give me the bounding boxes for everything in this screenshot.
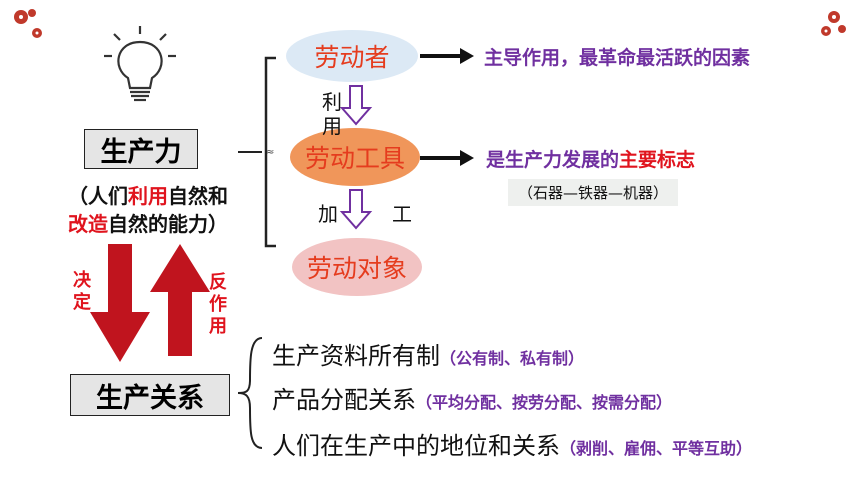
- productivity-title: 生产力: [84, 129, 198, 169]
- element-tools: 劳动工具: [290, 128, 420, 186]
- relation-main: 人们在生产中的地位和关系: [272, 432, 560, 460]
- definition-highlight-use: 利用: [128, 184, 168, 208]
- tools-description: 是生产力发展的主要标志: [486, 145, 695, 172]
- laborer-description: 主导作用，最革命最活跃的因素: [484, 47, 751, 69]
- relation-main: 生产资料所有制: [272, 342, 440, 370]
- down-arrow-use: [339, 85, 373, 126]
- relation-main: 产品分配关系: [272, 386, 416, 414]
- relation-sub: （平均分配、按劳分配、按需分配）: [416, 393, 673, 412]
- element-label: 劳动对象: [306, 254, 407, 283]
- arrow-label-char: 决: [73, 270, 91, 291]
- definition-text: 自然和: [168, 184, 228, 208]
- arrow-label-char: 反: [209, 272, 227, 293]
- plum-blossom-icon: [14, 9, 846, 38]
- tools-note: （石器—铁器—机器）: [508, 179, 679, 206]
- lightbulb-icon: [104, 26, 176, 102]
- arrow-to-description-1: [420, 48, 474, 64]
- reacts-label: 反 作 用: [206, 272, 230, 338]
- productivity-definition: （人们利用自然和 改造自然的能力）: [38, 182, 258, 238]
- process-connector-left: 加: [318, 202, 338, 226]
- arrow-label-char: 定: [73, 292, 91, 313]
- arrow-to-description-2: [420, 150, 474, 166]
- definition-text: （人们: [68, 184, 128, 208]
- definition-highlight-transform: 改造: [68, 212, 108, 236]
- relations-title: 生产关系: [70, 374, 230, 416]
- connector-char: 利: [322, 90, 342, 114]
- relation-sub: （剥削、雇佣、平等互助）: [560, 439, 753, 458]
- reacts-arrow: [150, 244, 210, 356]
- svg-text:≈: ≈: [266, 147, 274, 158]
- relation-sub: （公有制、私有制）: [440, 349, 585, 368]
- productivity-brace: [264, 56, 276, 248]
- relation-item-distribution: 产品分配关系（平均分配、按劳分配、按需分配）: [272, 380, 672, 415]
- relation-item-status: 人们在生产中的地位和关系（剥削、雇佣、平等互助）: [272, 426, 752, 461]
- decides-label: 决 定: [70, 270, 94, 314]
- definition-text: 自然的能力）: [108, 212, 228, 236]
- arrow-label-char: 作: [209, 294, 227, 315]
- element-laborer: 劳动者: [286, 30, 418, 82]
- element-label: 劳动者: [314, 43, 390, 72]
- relations-brace: [237, 337, 263, 449]
- process-connector-right: 工: [392, 202, 412, 226]
- element-label: 劳动工具: [304, 144, 405, 173]
- relation-item-ownership: 生产资料所有制（公有制、私有制）: [272, 336, 584, 371]
- use-connector: 利 用: [322, 90, 342, 138]
- description-highlight: 主要标志: [619, 149, 696, 171]
- decides-arrow: [90, 244, 150, 362]
- connector-char: 用: [322, 114, 342, 138]
- arrow-label-char: 用: [209, 316, 227, 337]
- element-objects: 劳动对象: [292, 238, 422, 296]
- down-arrow-process: [339, 189, 373, 230]
- description-text: 是生产力发展的: [486, 149, 620, 171]
